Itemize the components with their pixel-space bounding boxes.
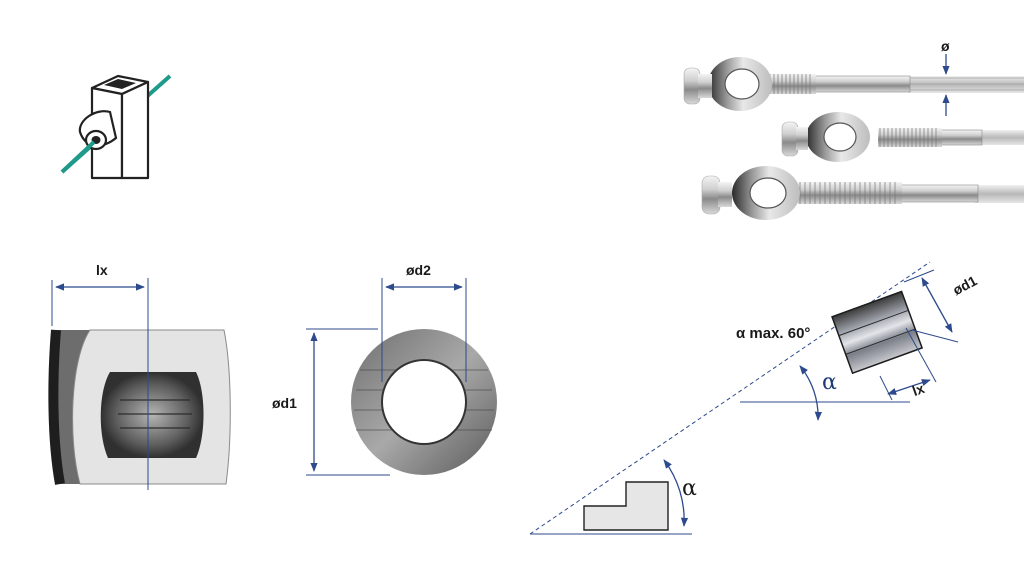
incline-dashed-line	[529, 261, 931, 535]
sleeve-side-view	[48, 278, 231, 490]
angled-sleeve	[831, 290, 924, 375]
angle-installation-diagram	[529, 261, 959, 535]
alpha-bottom-label: α	[682, 476, 697, 501]
lx-dimension-label: lx	[96, 262, 108, 278]
post-opening	[104, 79, 136, 89]
wire-diameter-label: ø	[941, 38, 950, 54]
sleeve-front-view	[306, 278, 497, 476]
cable-eye-terminal-icon	[683, 54, 1024, 220]
cable-terminal-1	[683, 57, 1024, 111]
alpha-max-label: α max. 60°	[736, 325, 811, 342]
cable-terminal-3	[701, 166, 1024, 220]
wire-rope	[908, 76, 1024, 93]
od2-dimension-label: ød2	[406, 262, 431, 278]
post-side-face	[120, 80, 150, 180]
od1-dimension-label: ød1	[272, 395, 297, 411]
cable-terminal-2	[781, 112, 1024, 162]
step-block	[583, 481, 669, 531]
square-post-with-cable-icon	[60, 74, 172, 180]
alpha-mid-label: α	[822, 370, 837, 395]
